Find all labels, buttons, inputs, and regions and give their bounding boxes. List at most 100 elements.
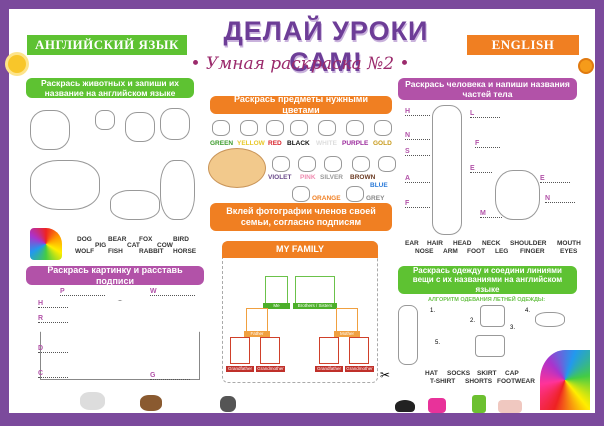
coloring-item — [240, 120, 258, 136]
label-line: R — [38, 315, 68, 323]
horse-icon — [80, 392, 105, 410]
label-father: Father — [244, 331, 270, 337]
pig-drawing — [110, 190, 160, 220]
photo-slot-grandfather-2 — [319, 337, 339, 364]
coloring-item — [346, 120, 364, 136]
skirt-drawing — [475, 335, 505, 357]
word: EYES — [560, 248, 578, 255]
word: HAT — [425, 370, 438, 377]
paint-fan-icon — [540, 350, 590, 410]
shoes-drawing — [535, 312, 565, 327]
coloring-item — [290, 120, 308, 136]
rabbit-drawing — [95, 110, 115, 130]
label-grandfather: Grandfather — [226, 366, 254, 372]
label-grandmother-2: Grandmother — [345, 366, 374, 372]
word: PIG — [95, 242, 107, 249]
photo-slot-mother — [336, 308, 358, 332]
color-word: GOLD — [373, 140, 392, 147]
word: WOLF — [75, 248, 95, 255]
color-word: BLACK — [287, 140, 310, 147]
step-number: 3. — [510, 325, 516, 331]
english-ribbon: ENGLISH — [467, 35, 579, 55]
word: SHORTS — [465, 378, 493, 385]
photo-slot-grandmother — [260, 337, 280, 364]
word: HEAD — [453, 240, 472, 247]
family-title: MY FAMILY — [222, 241, 378, 258]
word: HAIR — [427, 240, 443, 247]
label-line: H — [38, 300, 68, 308]
coloring-item — [378, 156, 396, 172]
photo-slot-grandfather — [230, 337, 250, 364]
wolf-icon — [220, 396, 236, 412]
step-number: 4. — [525, 308, 531, 314]
label-line: W — [150, 288, 195, 296]
label-line: F — [405, 200, 430, 208]
color-word: BROWN — [350, 174, 376, 181]
label-mother: Mother — [334, 331, 360, 337]
word: SHOULDER — [510, 240, 547, 247]
algorithm-title: АЛГОРИТМ ОДЕВАНИЯ ЛЕТНЕЙ ОДЕЖДЫ: — [428, 297, 546, 303]
color-word: GREY — [366, 195, 385, 202]
coloring-item — [318, 120, 336, 136]
bear-drawing — [30, 110, 70, 150]
color-word: SILVER — [320, 174, 343, 181]
poster-title: ДЕЛАЙ УРОКИ САМ! — [223, 16, 429, 77]
color-word: RED — [268, 140, 282, 147]
label-line: F — [475, 140, 500, 148]
coloring-item — [266, 120, 284, 136]
coloring-item — [292, 186, 310, 202]
color-word: YELLOW — [237, 140, 265, 147]
orange-icon — [578, 58, 594, 74]
label-line: C — [38, 370, 68, 378]
shirt-icon — [472, 395, 486, 413]
word: LEG — [495, 248, 509, 255]
animals-instruction: Раскрась животных и запиши их название н… — [26, 78, 194, 98]
photo-slot-me — [265, 276, 288, 304]
photos-instruction: Вклей фотографии членов своей семьи, сог… — [210, 203, 392, 231]
color-word: ORANGE — [312, 195, 341, 202]
color-word: GREEN — [210, 140, 234, 147]
body-word-bank: EAR HAIR HEAD NECK SHOULDER MOUTH NOSE A… — [405, 240, 581, 258]
coloring-item — [212, 120, 230, 136]
label-line: A — [405, 175, 430, 183]
horse-drawing — [30, 160, 100, 210]
subject-ribbon: АНГЛИЙСКИЙ ЯЗЫК — [27, 35, 187, 55]
sun-icon — [8, 55, 26, 73]
word: ARM — [443, 248, 458, 255]
step-number: 5. — [435, 340, 441, 346]
color-word: PURPLE — [342, 140, 369, 147]
label-line: H — [405, 108, 430, 116]
color-word: PINK — [300, 174, 316, 181]
girl-drawing — [398, 305, 418, 365]
skirt-icon — [498, 400, 522, 413]
word: T-SHIRT — [430, 378, 456, 385]
word: RABBIT — [139, 248, 164, 255]
bag-icon — [428, 398, 446, 413]
coloring-item — [298, 156, 316, 172]
fox-drawing — [160, 108, 190, 140]
body-instruction: Раскрась человека и напиши названия част… — [398, 78, 577, 100]
pencils-icon — [30, 228, 62, 260]
step-number: 1. — [430, 308, 436, 314]
label-siblings: Brothers / Sisters — [293, 303, 337, 309]
label-line: P — [60, 288, 105, 296]
cow-drawing — [160, 160, 195, 220]
coloring-item — [374, 120, 392, 136]
shirt-drawing — [480, 305, 505, 327]
color-word: VIOLET — [268, 174, 292, 181]
word: COW — [157, 242, 173, 249]
word: DOG — [77, 236, 92, 243]
label-line: L — [470, 110, 500, 118]
label-line: N — [405, 132, 430, 140]
word: EAR — [405, 240, 419, 247]
scissors-icon: ✂ — [380, 368, 391, 382]
word: MOUTH — [557, 240, 581, 247]
word: FINGER — [520, 248, 545, 255]
palette-icon — [208, 148, 266, 188]
word: HORSE — [173, 248, 197, 255]
label-line: E — [470, 165, 492, 173]
coloring-item — [352, 156, 370, 172]
label-grandfather-2: Grandfather — [315, 366, 343, 372]
word: FISH — [108, 248, 123, 255]
word: BIRD — [173, 236, 189, 243]
